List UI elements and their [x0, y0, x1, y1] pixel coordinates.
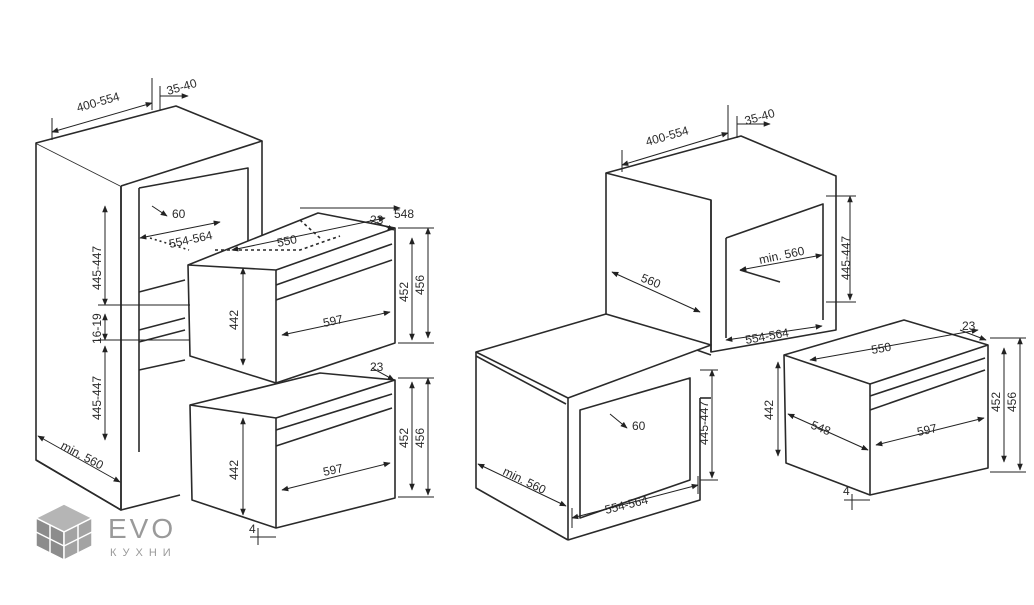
- label-right-lower-min-depth: min. 560: [501, 464, 549, 497]
- label-right-oven-total-height: 456: [1005, 392, 1019, 412]
- label-lower-oven-front-height: 452: [397, 428, 411, 448]
- label-lower-niche-height: 445-447: [90, 376, 104, 420]
- label-upper-oven-inner-depth: 550: [276, 232, 299, 250]
- label-right-top-niche-height: 445-447: [839, 236, 853, 280]
- label-right-oven-body-height: 442: [762, 400, 776, 420]
- label-niche-width: 400-554: [75, 89, 122, 115]
- label-right-oven-front-height: 452: [989, 392, 1003, 412]
- label-upper-oven-width: 597: [322, 312, 345, 330]
- label-right-oven-width: 597: [916, 421, 939, 439]
- left-dimension-lines: [37, 78, 434, 545]
- label-upper-niche-height: 445-447: [90, 246, 104, 290]
- evo-logo: EVO КУХНИ: [34, 503, 177, 562]
- label-right-oven-rear-step: 23: [962, 319, 976, 333]
- label-right-niche-width: 400-554: [644, 123, 691, 149]
- label-upper-oven-body-height: 442: [227, 310, 241, 330]
- label-right-oven-inner-depth: 550: [870, 340, 892, 357]
- label-right-lower-cutout-width: 554-564: [603, 493, 649, 517]
- right-assembly: [475, 135, 989, 541]
- right-dimension-lines: [477, 105, 1026, 528]
- label-lower-oven-total-height: 456: [413, 428, 427, 448]
- cube-logo-icon: [34, 503, 94, 562]
- label-lower-oven-bottom-gap: 4: [249, 522, 256, 536]
- label-upper-oven-depth: 548: [394, 207, 414, 221]
- label-lower-oven-body-height: 442: [227, 460, 241, 480]
- label-lower-oven-width: 597: [322, 461, 345, 479]
- logo-text: EVO: [108, 513, 176, 544]
- label-vent-depth: 60: [172, 207, 186, 221]
- label-upper-oven-front-height: 452: [397, 282, 411, 302]
- label-back-gap: 35-40: [165, 76, 199, 98]
- label-right-back-gap: 35-40: [743, 106, 777, 128]
- label-right-niche-side-depth: 560: [639, 271, 663, 292]
- label-upper-oven-rear-step: 23: [370, 213, 384, 227]
- label-lower-oven-rear-step: 23: [370, 360, 384, 374]
- logo-subtext: КУХНИ: [110, 547, 177, 559]
- label-right-lower-vent-depth: 60: [632, 419, 646, 433]
- label-right-oven-bottom-gap: 4: [843, 484, 850, 498]
- label-shelf-thickness: 16-19: [90, 313, 104, 344]
- label-upper-oven-total-height: 456: [413, 275, 427, 295]
- label-right-lower-niche-height: 445-447: [697, 401, 711, 445]
